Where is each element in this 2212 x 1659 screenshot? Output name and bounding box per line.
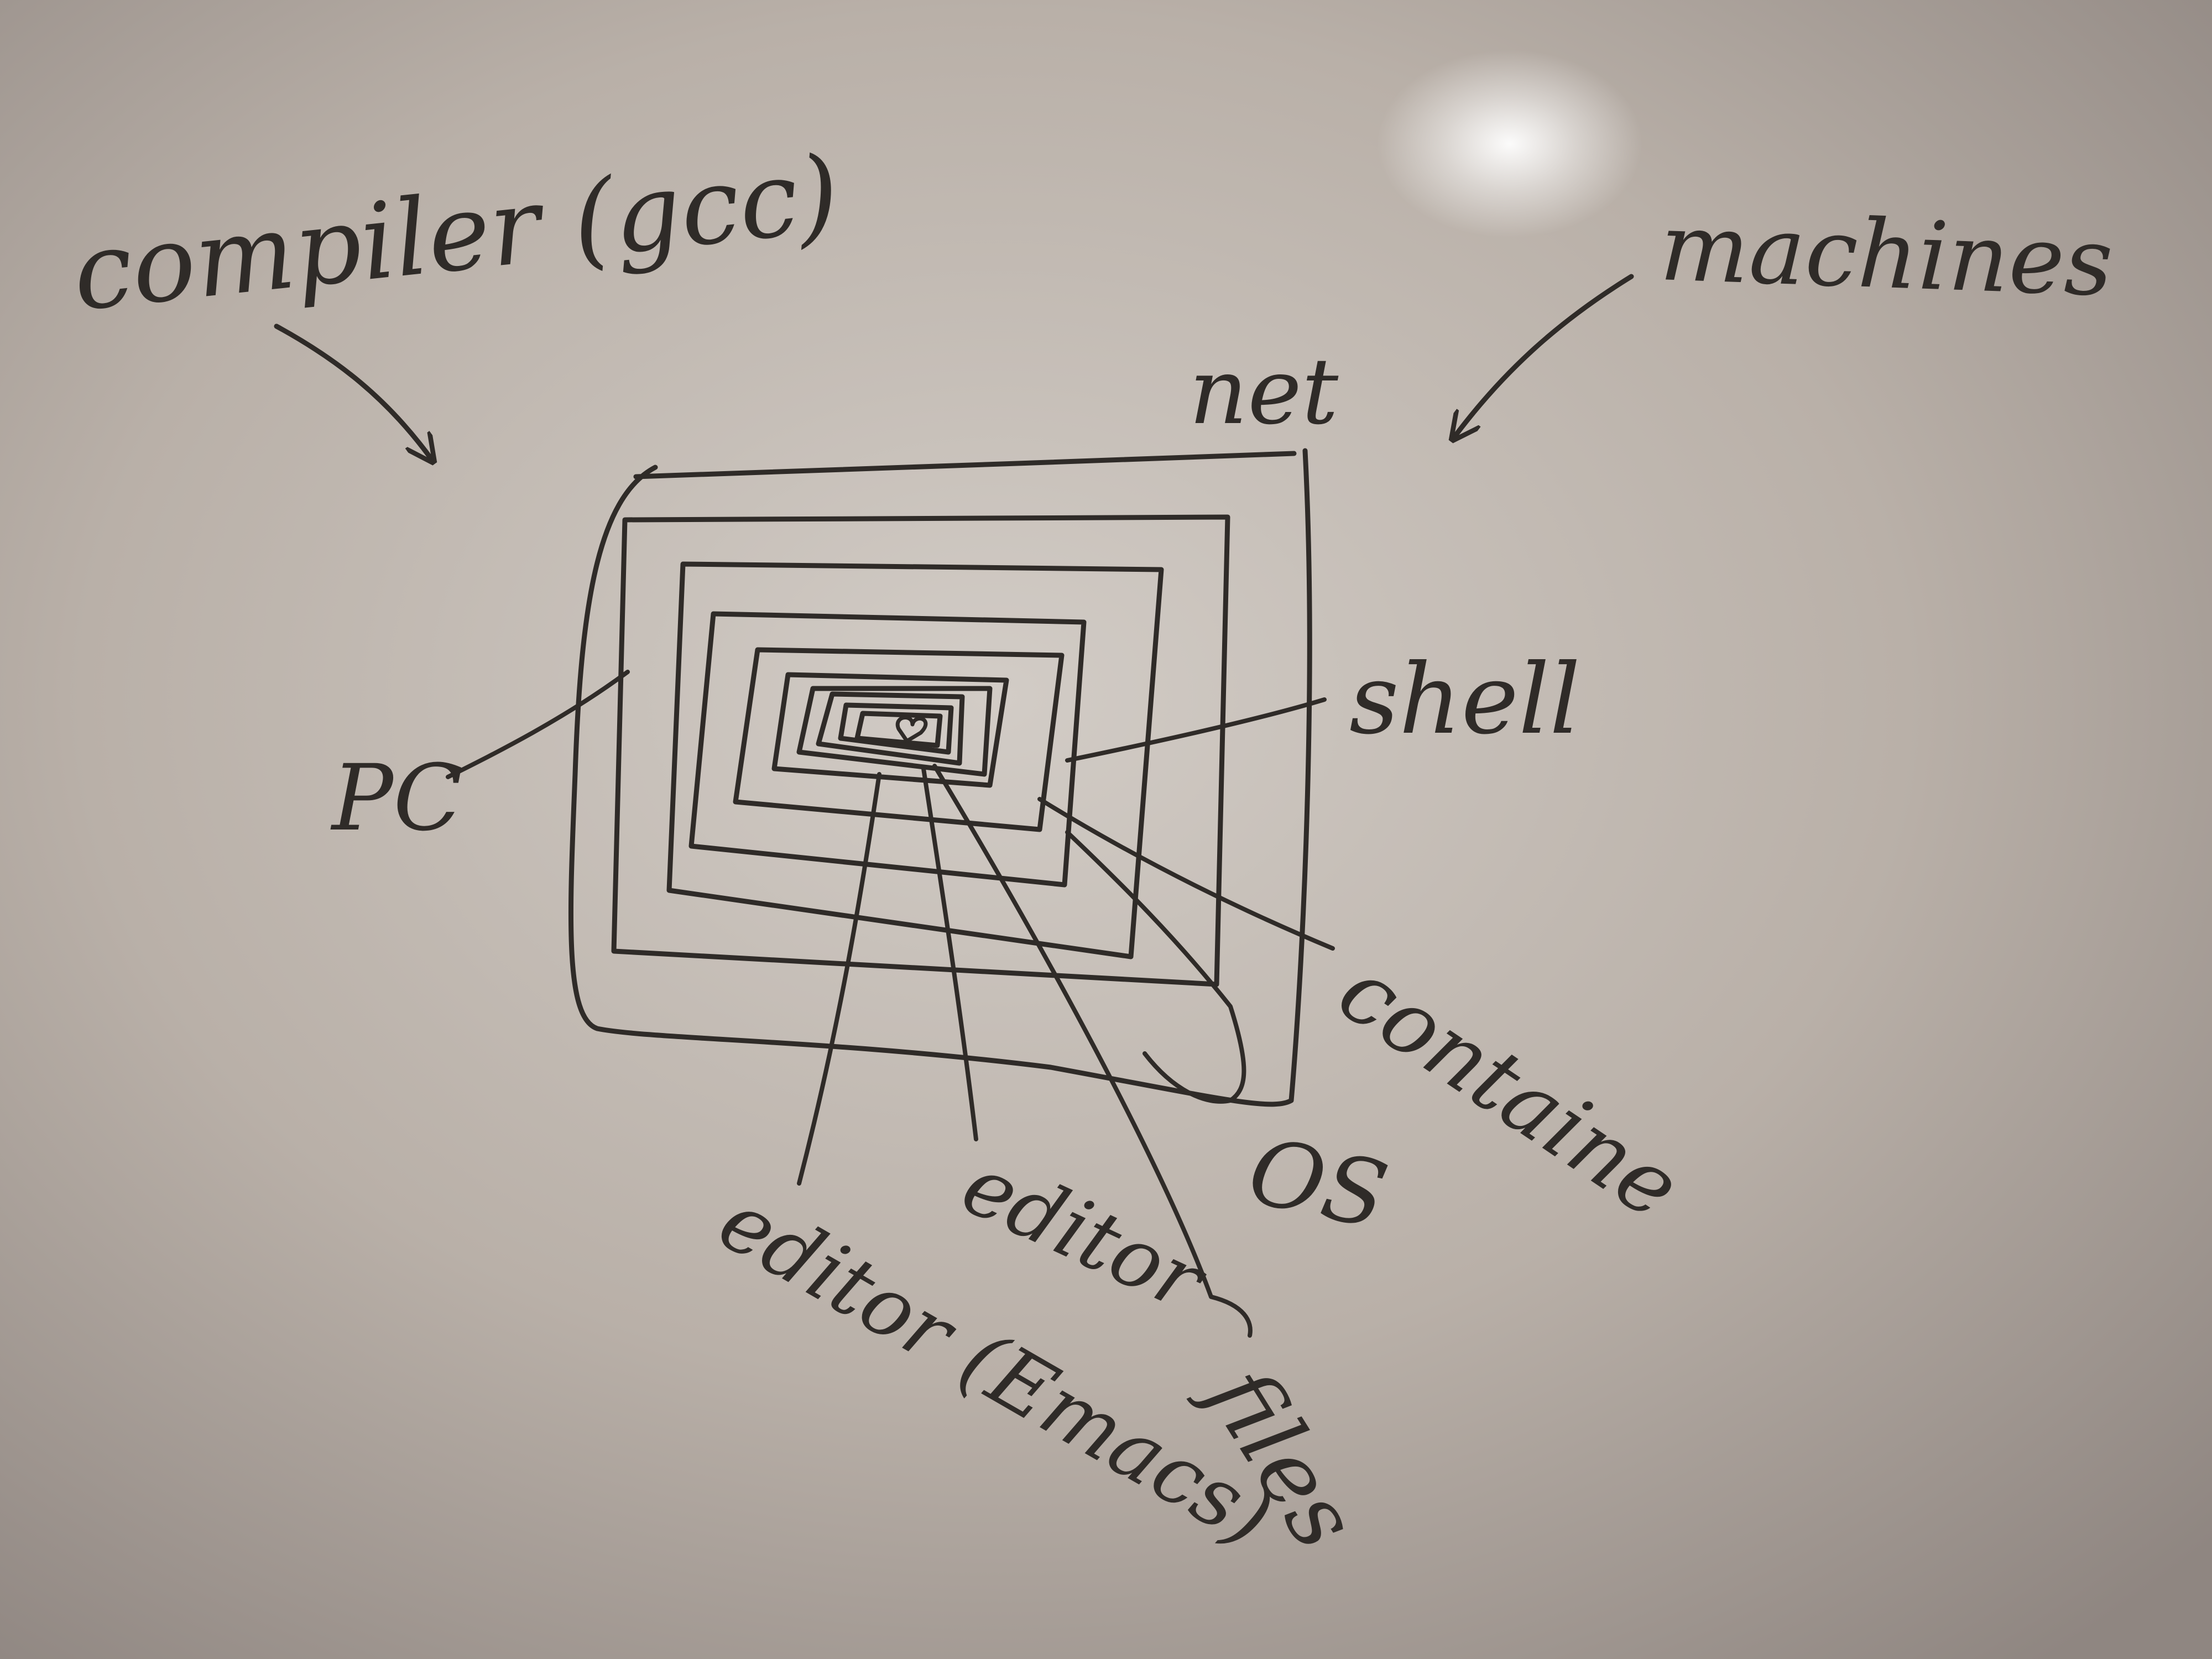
heart-mark [895, 716, 928, 743]
nested-boxes [568, 448, 1312, 1107]
box-shell [771, 672, 1009, 788]
box-pc [666, 561, 1164, 959]
leader-os [1065, 830, 1246, 1104]
box-container [733, 647, 1065, 832]
leader-editor [921, 766, 978, 1141]
leader-container [1037, 797, 1335, 951]
arrow-machines [1454, 274, 1634, 437]
light-glare [1377, 50, 1642, 238]
box-os [688, 611, 1087, 888]
arrow-compiler [274, 324, 431, 459]
box-machines [568, 448, 1312, 1107]
leader-pc [446, 670, 630, 779]
label-machines: machines [1658, 192, 2115, 317]
arrows [274, 274, 1634, 459]
box-innermost [854, 711, 943, 748]
label-pc: PC [330, 745, 463, 851]
leader-lines [446, 670, 1335, 1338]
box-editor [796, 686, 993, 777]
box-net [611, 514, 1230, 987]
leader-editor-emacs [797, 772, 881, 1186]
leader-shell [1065, 697, 1327, 763]
box-editor-emacs [816, 691, 965, 766]
label-net: net [1189, 338, 1339, 445]
label-shell: shell [1349, 644, 1580, 756]
box-files [838, 702, 954, 755]
leader-files [932, 764, 1253, 1338]
